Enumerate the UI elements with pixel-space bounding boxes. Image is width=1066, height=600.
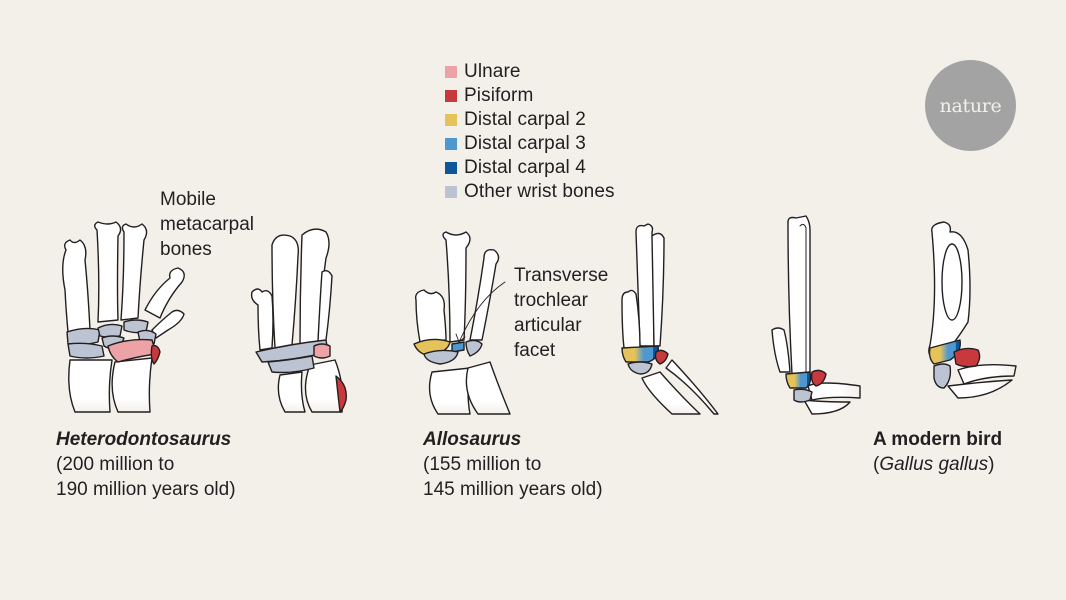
bird-species-line: (Gallus gallus) (873, 452, 1002, 477)
heterodontosaurus-wrist-side (250, 228, 347, 413)
annotation-line: facet (514, 340, 556, 361)
annotation-facet: Transverse trochlear articular facet (514, 263, 608, 363)
nature-logo: nature (925, 60, 1016, 151)
legend-item-distal-carpal-2: Distal carpal 2 (445, 108, 615, 132)
legend-item-distal-carpal-4: Distal carpal 4 (445, 156, 615, 180)
modern-bird-wrist (928, 221, 1017, 399)
caption-heterodontosaurus: Heterodontosaurus (200 million to 190 mi… (56, 427, 236, 502)
allosaurus-wrist-side (621, 223, 719, 415)
intermediate-wrist-side (771, 215, 861, 415)
legend: Ulnare Pisiform Distal carpal 2 Distal c… (445, 60, 615, 204)
age-line-2: 145 million years old) (423, 479, 603, 500)
distal-carpal-3-swatch (445, 138, 457, 150)
age-line-1: (200 million to (56, 454, 175, 475)
legend-label: Ulnare (464, 61, 521, 82)
legend-item-distal-carpal-3: Distal carpal 3 (445, 132, 615, 156)
facet-arrow (459, 281, 506, 341)
annotation-line: Mobile (160, 189, 216, 210)
pisiform-swatch (445, 90, 457, 102)
caption-modern-bird: A modern bird (Gallus gallus) (873, 427, 1002, 477)
legend-label: Other wrist bones (464, 181, 615, 202)
bird-title: A modern bird (873, 429, 1003, 450)
legend-item-pisiform: Pisiform (445, 84, 615, 108)
allosaurus-wrist-front (413, 231, 511, 415)
legend-label: Distal carpal 3 (464, 133, 586, 154)
annotation-line: Transverse (514, 265, 609, 286)
legend-label: Pisiform (464, 85, 534, 106)
species-name: Allosaurus (423, 429, 522, 450)
other-wrist-bones-swatch (445, 186, 457, 198)
age-line-1: (155 million to (423, 454, 542, 475)
legend-item-ulnare: Ulnare (445, 60, 615, 84)
annotation-line: trochlear (514, 290, 588, 311)
annotation-line: metacarpal (160, 214, 254, 235)
annotation-line: bones (160, 239, 212, 260)
species-name: Heterodontosaurus (56, 429, 232, 450)
distal-carpal-2-swatch (445, 114, 457, 126)
paren-close: ) (988, 454, 995, 475)
heterodontosaurus-wrist-front (62, 221, 185, 413)
legend-label: Distal carpal 4 (464, 157, 586, 178)
legend-item-other-wrist-bones: Other wrist bones (445, 180, 615, 204)
ulnare-swatch (445, 66, 457, 78)
bird-species: Gallus gallus (879, 454, 989, 475)
age-line-2: 190 million years old) (56, 479, 236, 500)
annotation-mobile-metacarpal: Mobile metacarpal bones (160, 187, 254, 262)
logo-text: nature (939, 94, 1002, 117)
annotation-line: articular (514, 315, 582, 336)
distal-carpal-4-swatch (445, 162, 457, 174)
caption-allosaurus: Allosaurus (155 million to 145 million y… (423, 427, 603, 502)
paren-open: ( (873, 454, 880, 475)
legend-label: Distal carpal 2 (464, 109, 586, 130)
